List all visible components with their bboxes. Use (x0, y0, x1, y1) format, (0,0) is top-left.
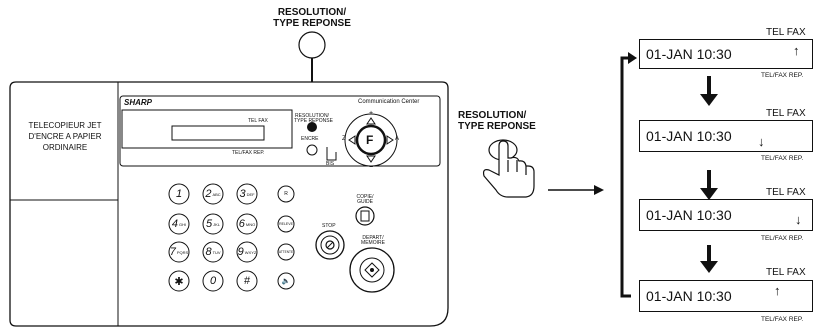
screen-1-text: 01-JAN 10:30 (646, 46, 732, 62)
depart-line2: MEMOIRE (361, 240, 385, 246)
key-1[interactable]: 1 (169, 184, 189, 204)
depart-line1: DEPART/ (362, 235, 384, 241)
stop-label: STOP (322, 223, 336, 229)
screen-2-tag: TEL FAX (766, 108, 806, 119)
hand-press-icon (482, 139, 535, 198)
machine-lcd (171, 125, 265, 141)
screen-3-rep: TEL/FAX REP. (761, 235, 804, 242)
copie-guide-label: COPIE/ GUIDE (354, 195, 376, 205)
hand-label-line2: TYPE REPONSE (458, 121, 536, 132)
screen-3-arrow-down-icon: ↓ (795, 212, 802, 227)
bis-label: BIS (326, 161, 335, 167)
screen-1-tag: TEL FAX (766, 27, 806, 38)
panel-resolution-button (307, 122, 317, 132)
screen-4-tag: TEL FAX (766, 267, 806, 278)
screen-4-display: 01-JAN 10:30 (639, 280, 813, 312)
keypad (168, 183, 295, 292)
nav-center-button (355, 124, 387, 156)
key-5-sub: JKL (213, 221, 221, 227)
side-text-line2: D'ENCRE A PAPIER (28, 132, 102, 141)
key-releve[interactable]: RELEVE (278, 216, 294, 232)
copie-line2: GUIDE (357, 199, 373, 205)
key-r[interactable]: R (278, 186, 294, 202)
screen-2-arrow-down-icon: ↓ (758, 134, 765, 149)
side-text-line3: ORDINAIRE (42, 143, 88, 152)
key-8-sub: TUV (212, 249, 221, 255)
screen-1-display: 01-JAN 10:30 (639, 39, 813, 69)
flow-arrows (700, 76, 718, 273)
encre-label: ENCRE (301, 136, 319, 142)
key-0-main: 0 (209, 275, 217, 287)
key-9-main: 9 (237, 246, 244, 258)
key-1-main: 1 (175, 188, 183, 200)
copie-line1: COPIE/ (356, 194, 374, 200)
screen-4-arrow-up-icon: ↑ (774, 283, 781, 298)
key-star[interactable]: ✱ (169, 271, 189, 291)
key-7-main: 7 (169, 246, 176, 258)
key-4-sub: GHI (179, 221, 187, 227)
machine-side-text: TELECOPIEUR JET D'ENCRE A PAPIER ORDINAI… (20, 120, 110, 153)
key-6-main: 6 (238, 218, 245, 230)
panel-res-line1: RESOLUTION/ (295, 113, 329, 119)
panel-tel-fax-rep: TEL/FAX REP. (232, 150, 265, 156)
key-attente[interactable]: ATTENTE (278, 244, 294, 260)
key-9-sub: WXYZ (244, 249, 257, 255)
center-name: Communication Center (358, 99, 420, 105)
top-button-label: RESOLUTION/ TYPE REPONSE (266, 7, 358, 29)
key-star-main: ✱ (174, 275, 184, 288)
panel-res-line2: TYPE REPONSE (294, 118, 333, 124)
key-2-sub: ABC (212, 191, 221, 197)
key-8-main: 8 (205, 246, 212, 258)
key-2-main: 2 (205, 188, 212, 200)
screen-1-arrow-up-icon: ↑ (793, 43, 800, 58)
key-r-main: R (284, 191, 288, 197)
panel-res-label: RESOLUTION/ TYPE REPONSE (294, 113, 333, 124)
key-releve-main: RELEVE (279, 222, 293, 226)
key-3-main: 3 (239, 188, 246, 200)
screen-3-text: 01-JAN 10:30 (646, 207, 732, 223)
key-6-sub: MNO (245, 221, 256, 227)
brand-logo: SHARP (124, 98, 153, 107)
screen-3-display: 01-JAN 10:30 (639, 199, 813, 231)
top-label-line1: RESOLUTION/ (277, 7, 347, 18)
screen-4-text: 01-JAN 10:30 (646, 288, 732, 304)
screen-4-rep: TEL/FAX REP. (761, 316, 804, 323)
speaker-key[interactable]: 🔈 (278, 273, 294, 289)
nav-right-label: A (395, 136, 400, 142)
key-3-sub: DEF (246, 191, 255, 197)
screen-1-rep: TEL/FAX REP. (761, 72, 804, 79)
screen-2-text: 01-JAN 10:30 (646, 128, 732, 144)
nav-up-label: + (369, 110, 374, 117)
key-0[interactable]: 0 (203, 271, 223, 291)
nav-down-label: − (369, 164, 374, 171)
screen-2-display: 01-JAN 10:30 (639, 120, 813, 152)
side-text-line1: TELECOPIEUR JET (28, 121, 102, 130)
speaker-icon: 🔈 (281, 278, 291, 285)
key-7-sub: PQRS (176, 249, 189, 255)
key-attente-main: ATTENTE (278, 250, 294, 254)
hand-label: RESOLUTION/ TYPE REPONSE (458, 110, 550, 132)
top-label-line2: TYPE REPONSE (273, 18, 351, 29)
nav-left-label: Z (342, 136, 346, 142)
key-hash[interactable]: # (237, 271, 257, 291)
resolution-button-callout (298, 31, 326, 59)
key-hash-main: # (243, 275, 251, 287)
panel-tel-fax: TEL FAX (248, 118, 268, 124)
nav-center-label[interactable]: F (366, 133, 374, 147)
key-4-main: 4 (171, 218, 178, 230)
depart-label: DEPART/ MEMOIRE (359, 236, 387, 246)
screen-2-rep: TEL/FAX REP. (761, 155, 804, 162)
screen-3-tag: TEL FAX (766, 187, 806, 198)
hand-label-line1: RESOLUTION/ (458, 110, 527, 121)
key-5-main: 5 (205, 218, 213, 230)
